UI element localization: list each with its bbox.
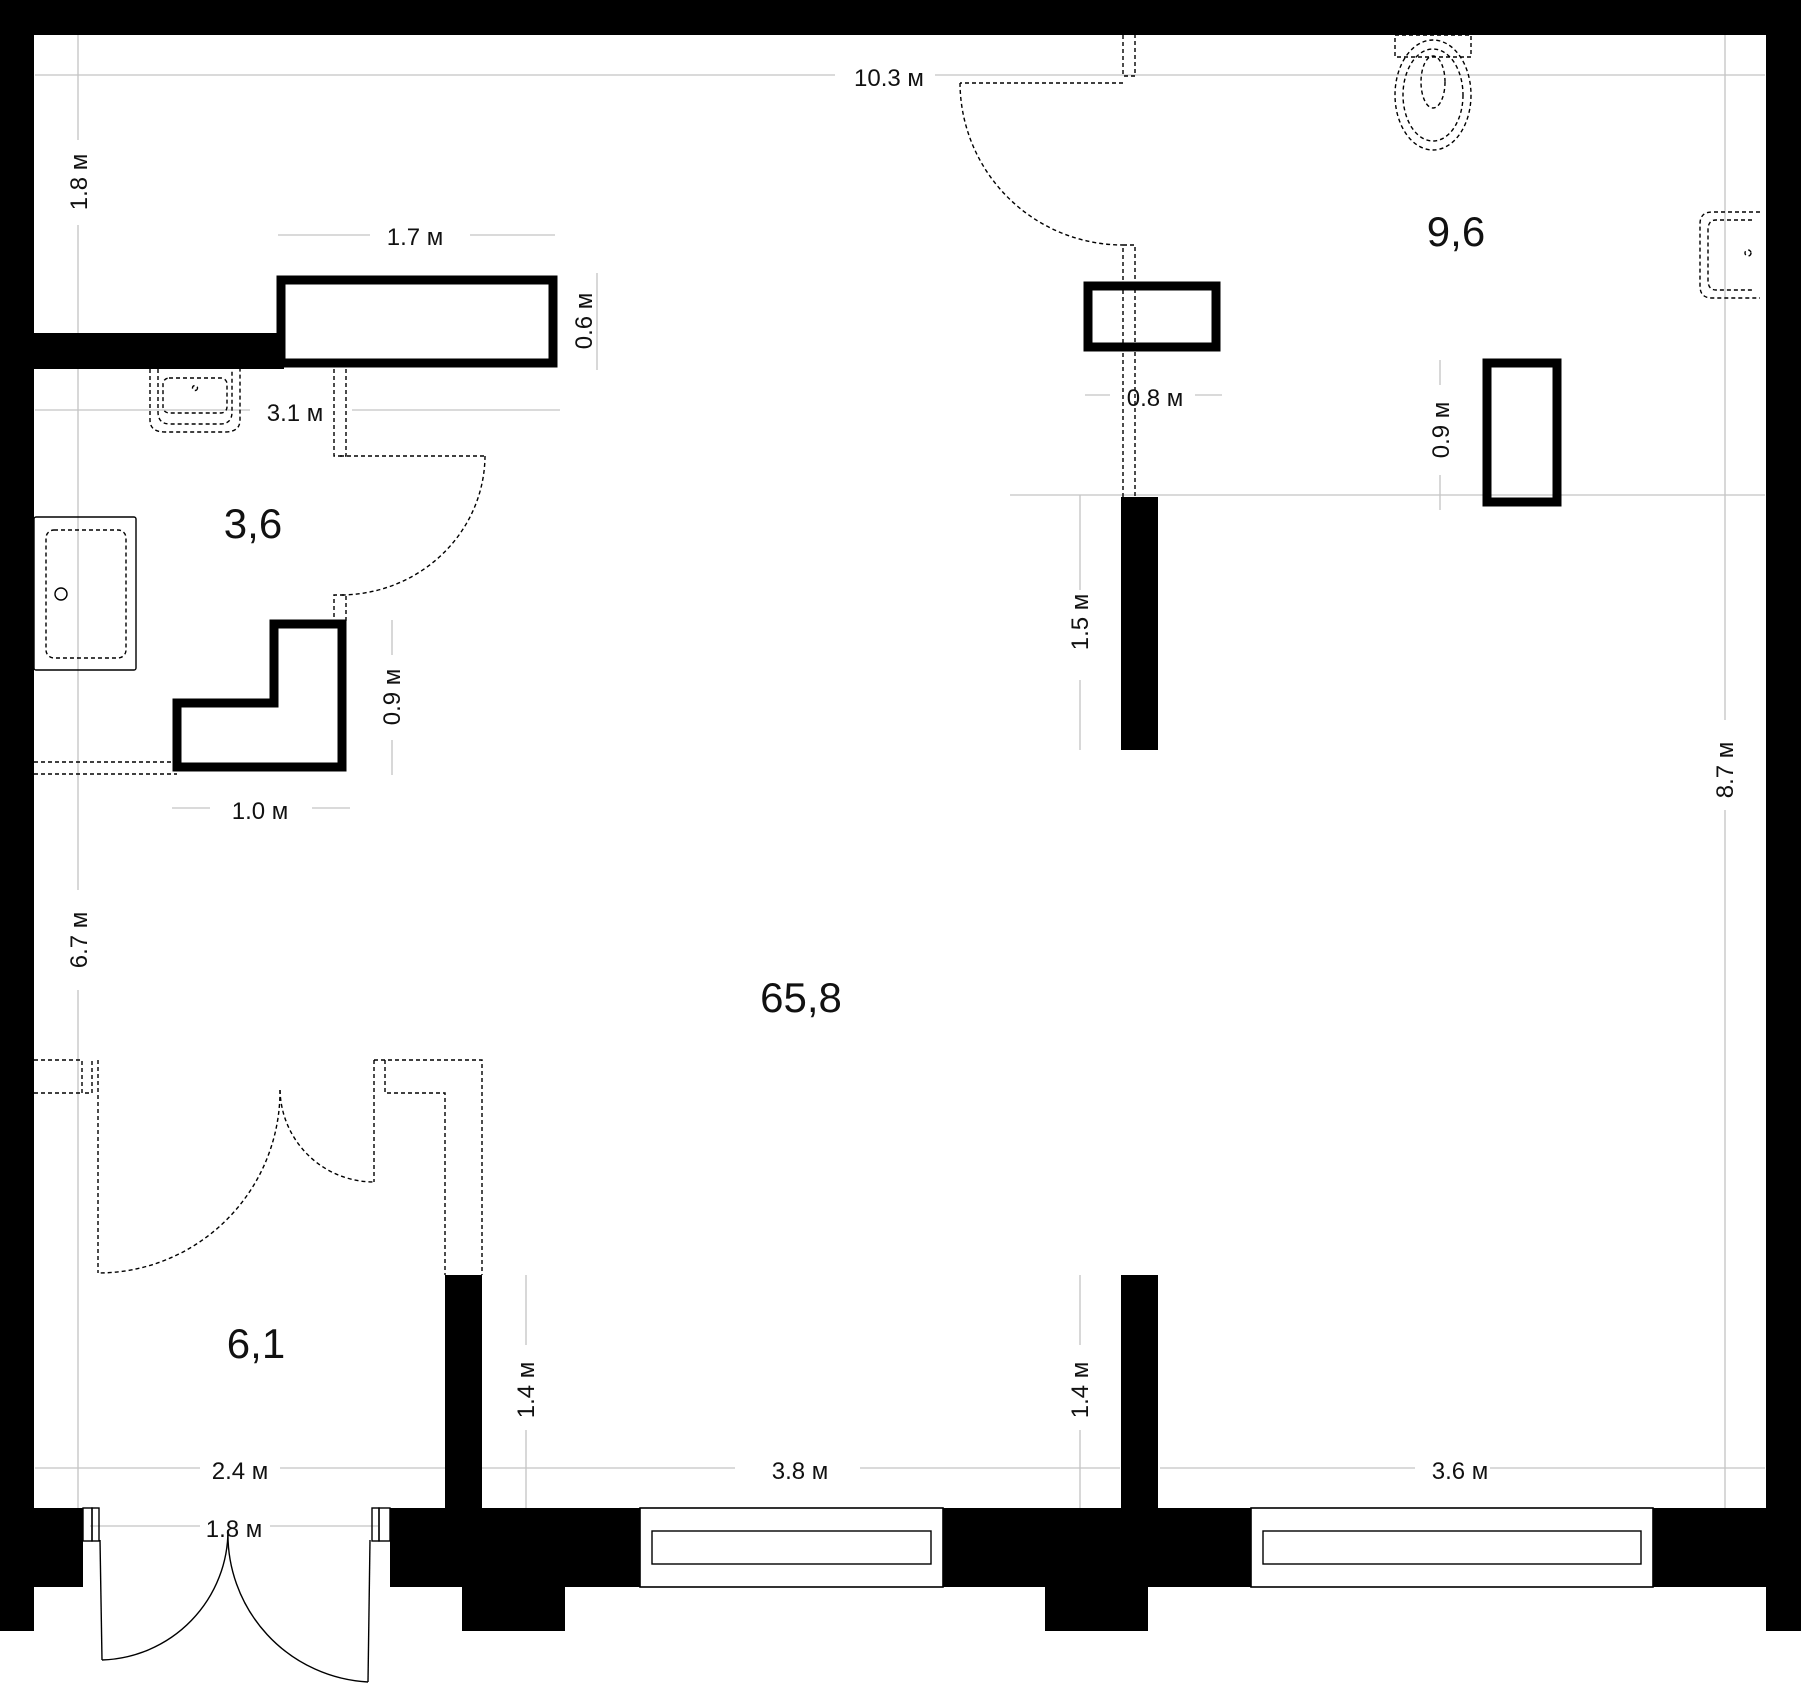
- dashed-partitions: [34, 35, 1136, 1275]
- dim-wardrobe-height: 0.9 м: [379, 669, 406, 726]
- dim-left-upper-height: 1.8 м: [66, 154, 93, 211]
- door-hall-right: [279, 1089, 375, 1183]
- interior-walls: [34, 333, 1158, 1508]
- door-hall-left: [97, 1089, 281, 1274]
- door-main-top: [959, 82, 1124, 246]
- bathtub-icon: [33, 516, 137, 671]
- sink-right-icon: [1699, 211, 1760, 299]
- dim-shelf-width: 1.7 м: [387, 224, 444, 251]
- dim-entry-door-width: 1.8 м: [206, 1516, 263, 1543]
- dim-pier-left-height: 1.4 м: [513, 1362, 540, 1419]
- window-right: [1250, 1507, 1654, 1588]
- dim-bottom-right-width: 3.6 м: [1432, 1458, 1489, 1485]
- dim-bottom-mid-width: 3.8 м: [772, 1458, 829, 1485]
- dim-right-block-width: 0.8 м: [1127, 385, 1184, 412]
- room-area-bathroom-left: 3,6: [224, 500, 282, 547]
- dim-top-width: 10.3 м: [854, 65, 924, 92]
- dim-right-height: 8.7 м: [1712, 742, 1739, 799]
- dim-bottom-left-width: 2.4 м: [212, 1458, 269, 1485]
- dim-wardrobe-width: 1.0 м: [232, 798, 289, 825]
- right-cabinet-horizontal: [1083, 281, 1221, 352]
- dim-left-lower-height: 6.7 м: [66, 912, 93, 969]
- l-shaped-wardrobe: [172, 619, 347, 772]
- dim-pier-right-height: 1.4 м: [1067, 1362, 1094, 1419]
- window-left: [639, 1507, 944, 1588]
- dimension-guides: [35, 35, 1765, 1527]
- sink-left-icon: [149, 369, 241, 433]
- dim-shelf-depth: 0.6 м: [571, 293, 598, 350]
- room-area-main: 65,8: [760, 974, 842, 1021]
- room-area-entrance-hall: 6,1: [227, 1320, 285, 1367]
- right-cabinet-vertical: [1482, 358, 1562, 507]
- dim-corridor-width: 3.1 м: [267, 400, 324, 427]
- dim-partition-length: 1.5 м: [1067, 594, 1094, 651]
- dim-right-cabinet-height: 0.9 м: [1428, 402, 1455, 459]
- shelf-block: [276, 275, 558, 368]
- room-area-bathroom-right: 9,6: [1427, 208, 1485, 255]
- exterior-walls: [0, 0, 1801, 1631]
- toilet-icon: [1394, 34, 1472, 151]
- door-left-bath: [339, 455, 486, 596]
- entry-double-door: [82, 1507, 391, 1683]
